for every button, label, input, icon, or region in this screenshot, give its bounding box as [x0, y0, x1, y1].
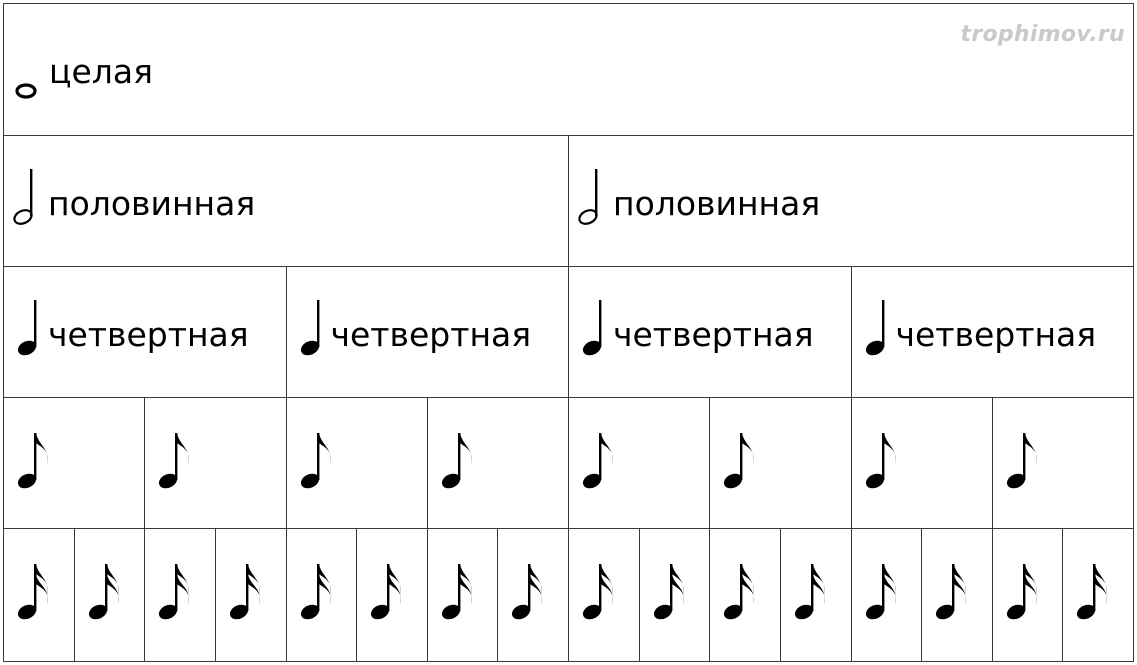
quarter-note-icon	[300, 284, 360, 368]
quarter-label: четвертная	[895, 315, 1097, 354]
grid-cell-divider	[568, 397, 569, 528]
quarter-label: четвертная	[330, 315, 532, 354]
grid-border-right	[1133, 3, 1134, 661]
quarter-label: четвертная	[48, 315, 249, 354]
grid-cell-divider	[497, 528, 498, 661]
grid-cell-divider	[144, 528, 145, 661]
sixteenth-note-icon	[1006, 548, 1066, 632]
grid-row-line	[3, 661, 1134, 662]
sixteenth-note-icon	[1076, 548, 1136, 632]
half-label: половинная	[48, 184, 256, 223]
grid-cell-divider	[356, 528, 357, 661]
quarter-note-icon	[865, 284, 925, 368]
whole-cell	[4, 4, 1132, 134]
quarter-note-icon	[17, 284, 77, 368]
sixteenth-note-icon	[794, 548, 854, 632]
sixteenth-note-icon	[88, 548, 148, 632]
eighth-note-icon	[17, 417, 77, 501]
sixteenth-note-icon	[653, 548, 713, 632]
grid-cell-divider	[144, 397, 145, 528]
sixteenth-note-icon	[582, 548, 642, 632]
sixteenth-note-icon	[723, 548, 783, 632]
half-label: половинная	[613, 184, 821, 223]
sixteenth-note-icon	[300, 548, 360, 632]
sixteenth-note-icon	[17, 548, 77, 632]
grid-cell-divider	[568, 528, 569, 661]
grid-cell-divider	[851, 397, 852, 528]
grid-cell-divider	[568, 266, 569, 397]
whole-label: целая	[49, 52, 153, 91]
eighth-note-icon	[723, 417, 783, 501]
quarter-label: четвертная	[613, 315, 814, 354]
half-note-icon	[578, 153, 638, 237]
sixteenth-note-icon	[441, 548, 501, 632]
eighth-note-icon	[158, 417, 218, 501]
grid-cell-divider	[74, 528, 75, 661]
watermark: trophimov.ru	[960, 22, 1125, 47]
grid-cell-divider	[215, 528, 216, 661]
grid-cell-divider	[286, 397, 287, 528]
eighth-note-icon	[582, 417, 642, 501]
grid-cell-divider	[992, 397, 993, 528]
eighth-note-icon	[1006, 417, 1066, 501]
grid-cell-divider	[427, 528, 428, 661]
grid-cell-divider	[992, 528, 993, 661]
grid-cell-divider	[851, 266, 852, 397]
grid-cell-divider	[639, 528, 640, 661]
sixteenth-note-icon	[865, 548, 925, 632]
eighth-note-icon	[300, 417, 360, 501]
sixteenth-note-icon	[370, 548, 430, 632]
half-note-icon	[13, 153, 73, 237]
grid-cell-divider	[568, 135, 569, 266]
grid-row-line	[3, 3, 1134, 4]
sixteenth-note-icon	[511, 548, 571, 632]
grid-cell-divider	[427, 397, 428, 528]
eighth-note-icon	[441, 417, 501, 501]
grid-cell-divider	[851, 528, 852, 661]
quarter-note-icon	[582, 284, 642, 368]
sixteenth-note-icon	[935, 548, 995, 632]
sixteenth-note-icon	[158, 548, 218, 632]
grid-cell-divider	[286, 528, 287, 661]
grid-cell-divider	[1062, 528, 1063, 661]
grid-border-left	[3, 3, 4, 661]
grid-cell-divider	[286, 266, 287, 397]
sixteenth-note-icon	[229, 548, 289, 632]
grid-cell-divider	[709, 397, 710, 528]
eighth-note-icon	[865, 417, 925, 501]
whole-note-icon	[8, 33, 68, 117]
grid-cell-divider	[921, 528, 922, 661]
grid-cell-divider	[709, 528, 710, 661]
grid-cell-divider	[780, 528, 781, 661]
